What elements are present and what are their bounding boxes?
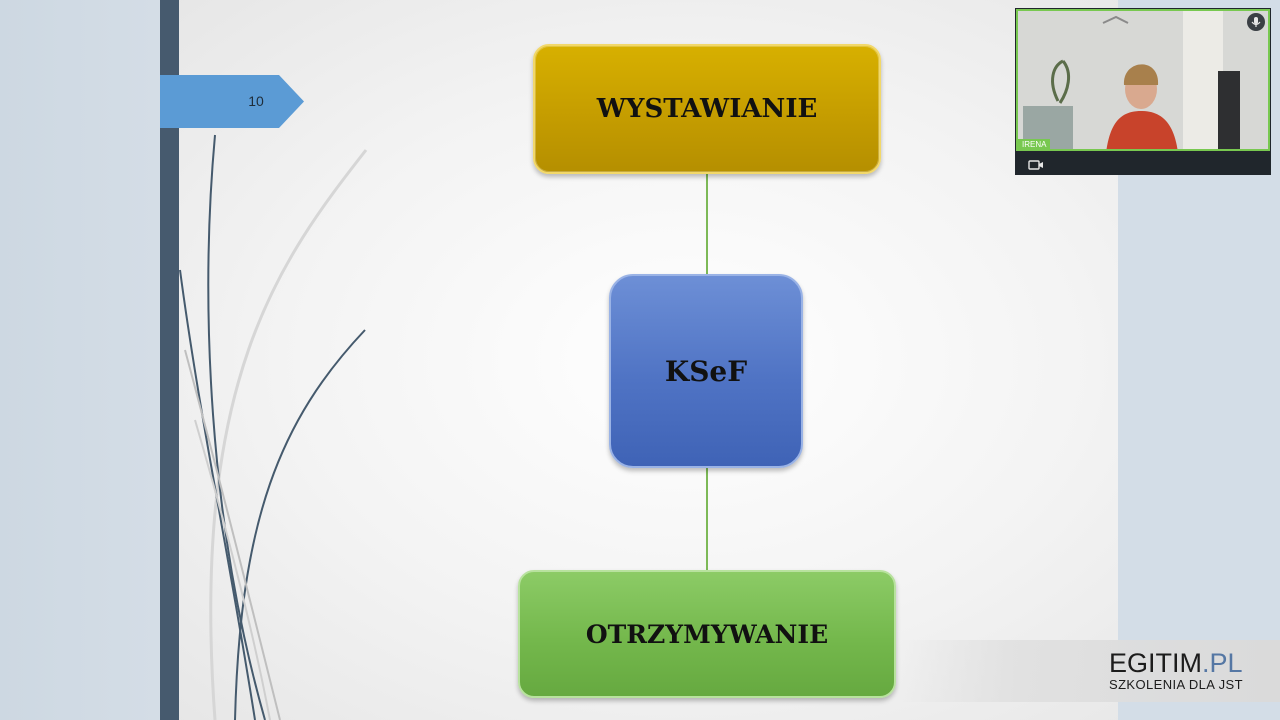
video-feed xyxy=(1016,9,1270,151)
brand-tld: .PL xyxy=(1202,648,1243,678)
mic-icon[interactable] xyxy=(1247,13,1265,31)
page-number: 10 xyxy=(248,93,264,109)
slide-side-rail xyxy=(160,0,179,720)
node-ksef: KSeF xyxy=(609,274,803,468)
connector-top xyxy=(706,174,708,274)
left-letterbox xyxy=(0,0,160,720)
node-otrzymywanie: OTRZYMYWANIE xyxy=(518,570,896,698)
brand-logo: EGITIM.PL xyxy=(1109,648,1243,679)
node-wystawianie: WYSTAWIANIE xyxy=(533,44,881,174)
camera-icon[interactable] xyxy=(1028,158,1044,170)
connector-bottom xyxy=(706,468,708,570)
page-number-badge: 10 xyxy=(160,75,304,128)
brand-tagline: SZKOLENIA DLA JST xyxy=(1109,677,1243,692)
brand-watermark: EGITIM.PL SZKOLENIA DLA JST xyxy=(900,640,1280,702)
participant-name-tag: IRENA xyxy=(1018,139,1051,150)
decorative-swooshes xyxy=(179,134,368,720)
brand-main: EGITIM xyxy=(1109,648,1202,678)
participant-video-tile[interactable]: IRENA xyxy=(1015,8,1271,175)
presentation-slide: 10 WYSTAWIANIE KSeF OTRZYMYWANIE xyxy=(160,0,1118,720)
